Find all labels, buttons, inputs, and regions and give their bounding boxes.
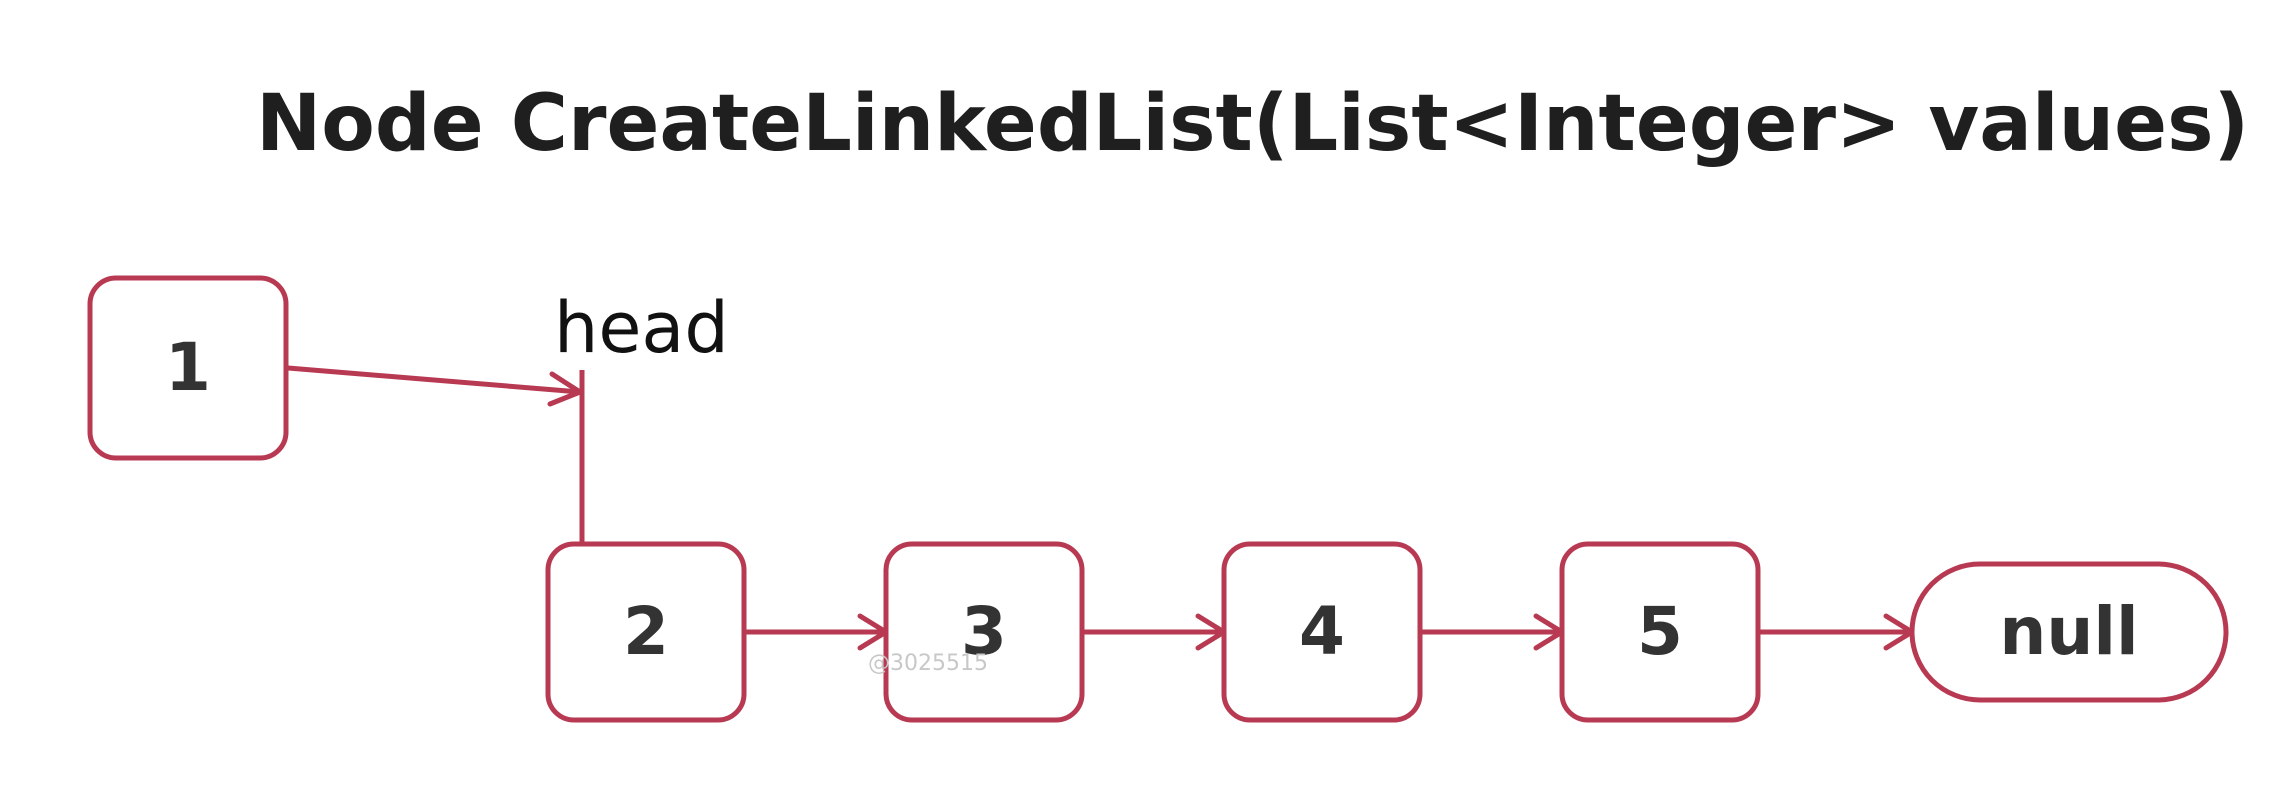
node-2-value: 2: [623, 593, 669, 670]
node-4: 4: [1221, 541, 1423, 723]
node-3-value: 3: [961, 593, 1007, 670]
node-4-box: [1221, 541, 1423, 723]
null-node-value: null: [1999, 593, 2138, 670]
link-1-to-head: [287, 365, 581, 395]
node-1-box: [87, 275, 289, 461]
watermark-text: @3025515: [868, 651, 988, 676]
node-2-box: [545, 541, 747, 723]
null-node-box: [1909, 561, 2229, 703]
node-2: 2: [545, 541, 747, 723]
node-5-value: 5: [1637, 593, 1683, 670]
node-5: 5: [1559, 541, 1761, 723]
diagram-title: Node CreateLinkedList(List<Integer> valu…: [256, 79, 2249, 169]
null-node: null: [1909, 561, 2229, 703]
node-1-value: 1: [165, 329, 211, 406]
node-1: 1: [87, 275, 289, 461]
node-3: 3: [883, 541, 1085, 723]
node-3-box: [883, 541, 1085, 723]
head-label: head: [554, 287, 729, 369]
node-4-value: 4: [1299, 593, 1345, 670]
node-5-box: [1559, 541, 1761, 723]
